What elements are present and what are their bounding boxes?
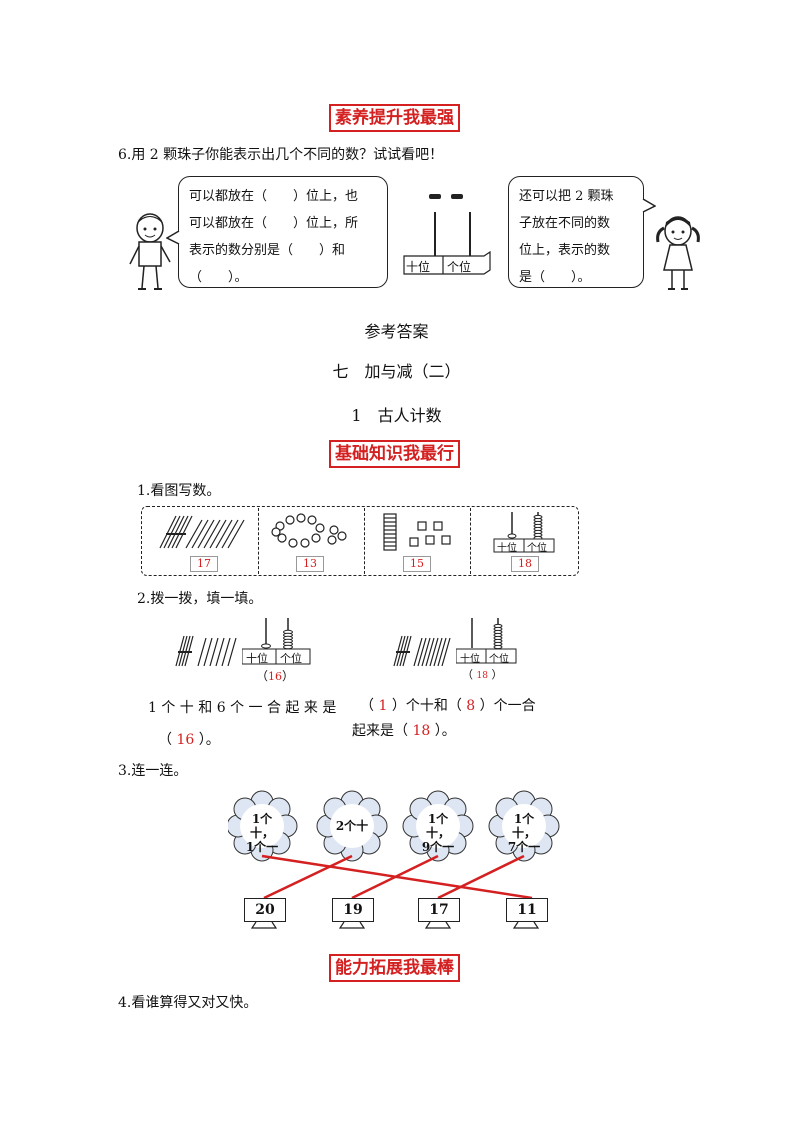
section-banner-literacy: 素养提升我最强 <box>329 104 460 132</box>
right-speech-bubble: 还可以把 2 颗珠 子放在不同的数 位上，表示的数 是（ ）。 <box>508 176 644 288</box>
q1-divider-1 <box>258 508 259 574</box>
cloud-2: 2个十 <box>330 819 374 833</box>
q1-divider-2 <box>364 508 365 574</box>
cloud-2-line1: 2个十 <box>335 819 369 833</box>
q2-right-tens-label: 十位 <box>460 654 480 665</box>
answers-heading: 参考答案 <box>364 322 429 341</box>
text: 起来是（ <box>352 723 408 739</box>
question-6: 6.用 2 颗珠子你能表示出几个不同的数？试试看吧！ <box>118 147 444 163</box>
boy-illustration <box>129 213 171 290</box>
cloud-3-line2: 9个一 <box>421 840 455 854</box>
right-bubble-line-4: 是（ ）。 <box>519 270 591 285</box>
paren-open: （ <box>256 669 269 683</box>
q2-left-sticks-icon <box>175 635 237 667</box>
paren-open: （ <box>462 668 477 681</box>
q2-left-abacus <box>242 618 311 665</box>
cloud-1-line1: 1个十， <box>249 812 274 840</box>
cloud-4-line1: 1个十， <box>511 812 536 840</box>
left-bubble-line-4: （ ）。 <box>189 270 248 285</box>
q2-left-answer: 16 <box>268 670 283 683</box>
text: ）。 <box>198 732 220 748</box>
q2-left-ones-label: 个位 <box>280 652 302 665</box>
text: ）个十和（ <box>391 698 462 714</box>
q2-right-tens-answer: 1 <box>378 698 388 714</box>
section-banner-basic: 基础知识我最行 <box>329 440 460 468</box>
cloud-3-line1: 1个十， <box>425 812 450 840</box>
lesson-title: 1 古人计数 <box>351 406 442 425</box>
q1-abacus <box>493 512 555 553</box>
paren-close: ） <box>487 668 503 681</box>
number-box-2: 19 <box>332 898 374 922</box>
q2-right-abacus <box>456 618 517 664</box>
right-bubble-line-2: 子放在不同的数 <box>519 216 611 231</box>
left-bubble-line-1: 可以都放在（ ）位上，也 <box>189 189 359 204</box>
section-banner-ability: 能力拓展我最棒 <box>329 954 460 982</box>
right-bubble-line-3: 位上，表示的数 <box>519 243 611 258</box>
cloud-4: 1个十， 7个一 <box>502 812 546 854</box>
q2-left-sentence-line2: （ 16 ）。 <box>158 729 220 749</box>
q1-answer-3: 15 <box>403 556 431 572</box>
girl-illustration <box>656 216 700 290</box>
sticks-bundle-icon <box>159 515 245 549</box>
text: （ <box>360 698 374 714</box>
q2-right-sticks-icon <box>393 635 451 667</box>
q2-left-sentence-answer: 16 <box>176 732 195 748</box>
text: ）个一合 <box>479 698 536 714</box>
right-bubble-line-1: 还可以把 2 颗珠 <box>519 189 614 204</box>
question-1: 1.看图写数。 <box>137 483 221 499</box>
q1-abacus-tens-label: 十位 <box>497 543 517 554</box>
text: （ <box>158 732 172 748</box>
blocks-icon <box>383 513 451 551</box>
q1-picture-panel <box>141 506 579 576</box>
abacus-ones-label: 个位 <box>447 260 472 274</box>
abacus-tens-label: 十位 <box>406 260 431 274</box>
q1-answer-1: 17 <box>190 556 218 572</box>
paren-close: ） <box>282 669 295 683</box>
q1-divider-3 <box>470 508 471 574</box>
q2-left-answer-paren: （16） <box>256 667 294 684</box>
cloud-3: 1个十， 9个一 <box>416 812 460 854</box>
left-speech-bubble: 可以都放在（ ）位上，也 可以都放在（ ）位上，所 表示的数分别是（ ）和 （ … <box>178 176 388 288</box>
q2-right-sentence-line1: （ 1 ）个十和（ 8 ）个一合 <box>360 695 536 715</box>
number-box-1: 20 <box>244 898 286 922</box>
q3-matching-diagram <box>228 790 560 929</box>
q2-right-answer: 18 <box>476 671 488 681</box>
q2-right-sentence-answer: 18 <box>412 723 431 739</box>
number-box-3: 17 <box>418 898 460 922</box>
q2-right-sentence-line2: 起来是（ 18 ）。 <box>352 720 456 740</box>
q1-abacus-ones-label: 个位 <box>527 543 547 554</box>
left-bubble-line-3: 表示的数分别是（ ）和 <box>189 243 346 258</box>
empty-abacus <box>403 194 491 275</box>
q1-answer-2: 13 <box>296 556 324 572</box>
q2-right-ones-label: 个位 <box>489 654 509 665</box>
cloud-4-line2: 7个一 <box>507 840 541 854</box>
q2-left-tens-label: 十位 <box>246 652 268 665</box>
q2-right-answer-paren: （ 18 ） <box>462 666 502 682</box>
right-bubble-tail <box>642 198 656 213</box>
q2-right-ones-answer: 8 <box>466 698 476 714</box>
question-2: 2.拨一拨，填一填。 <box>137 591 263 607</box>
left-bubble-line-2: 可以都放在（ ）位上，所 <box>189 216 359 231</box>
number-box-4: 11 <box>506 898 548 922</box>
text: ）。 <box>434 723 456 739</box>
q1-answer-4: 18 <box>511 556 539 572</box>
cloud-1-line2: 1个一 <box>245 840 279 854</box>
unit-title: 七 加与减（二） <box>332 362 461 381</box>
question-3: 3.连一连。 <box>118 763 188 779</box>
cloud-1: 1个十， 1个一 <box>240 812 284 854</box>
left-bubble-tail <box>166 230 180 245</box>
q2-left-sentence-line1: 1 个 十 和 6 个 一 合 起 来 是 <box>148 700 337 716</box>
beads-ring-icon <box>271 513 347 548</box>
question-4: 4.看谁算得又对又快。 <box>118 995 258 1011</box>
